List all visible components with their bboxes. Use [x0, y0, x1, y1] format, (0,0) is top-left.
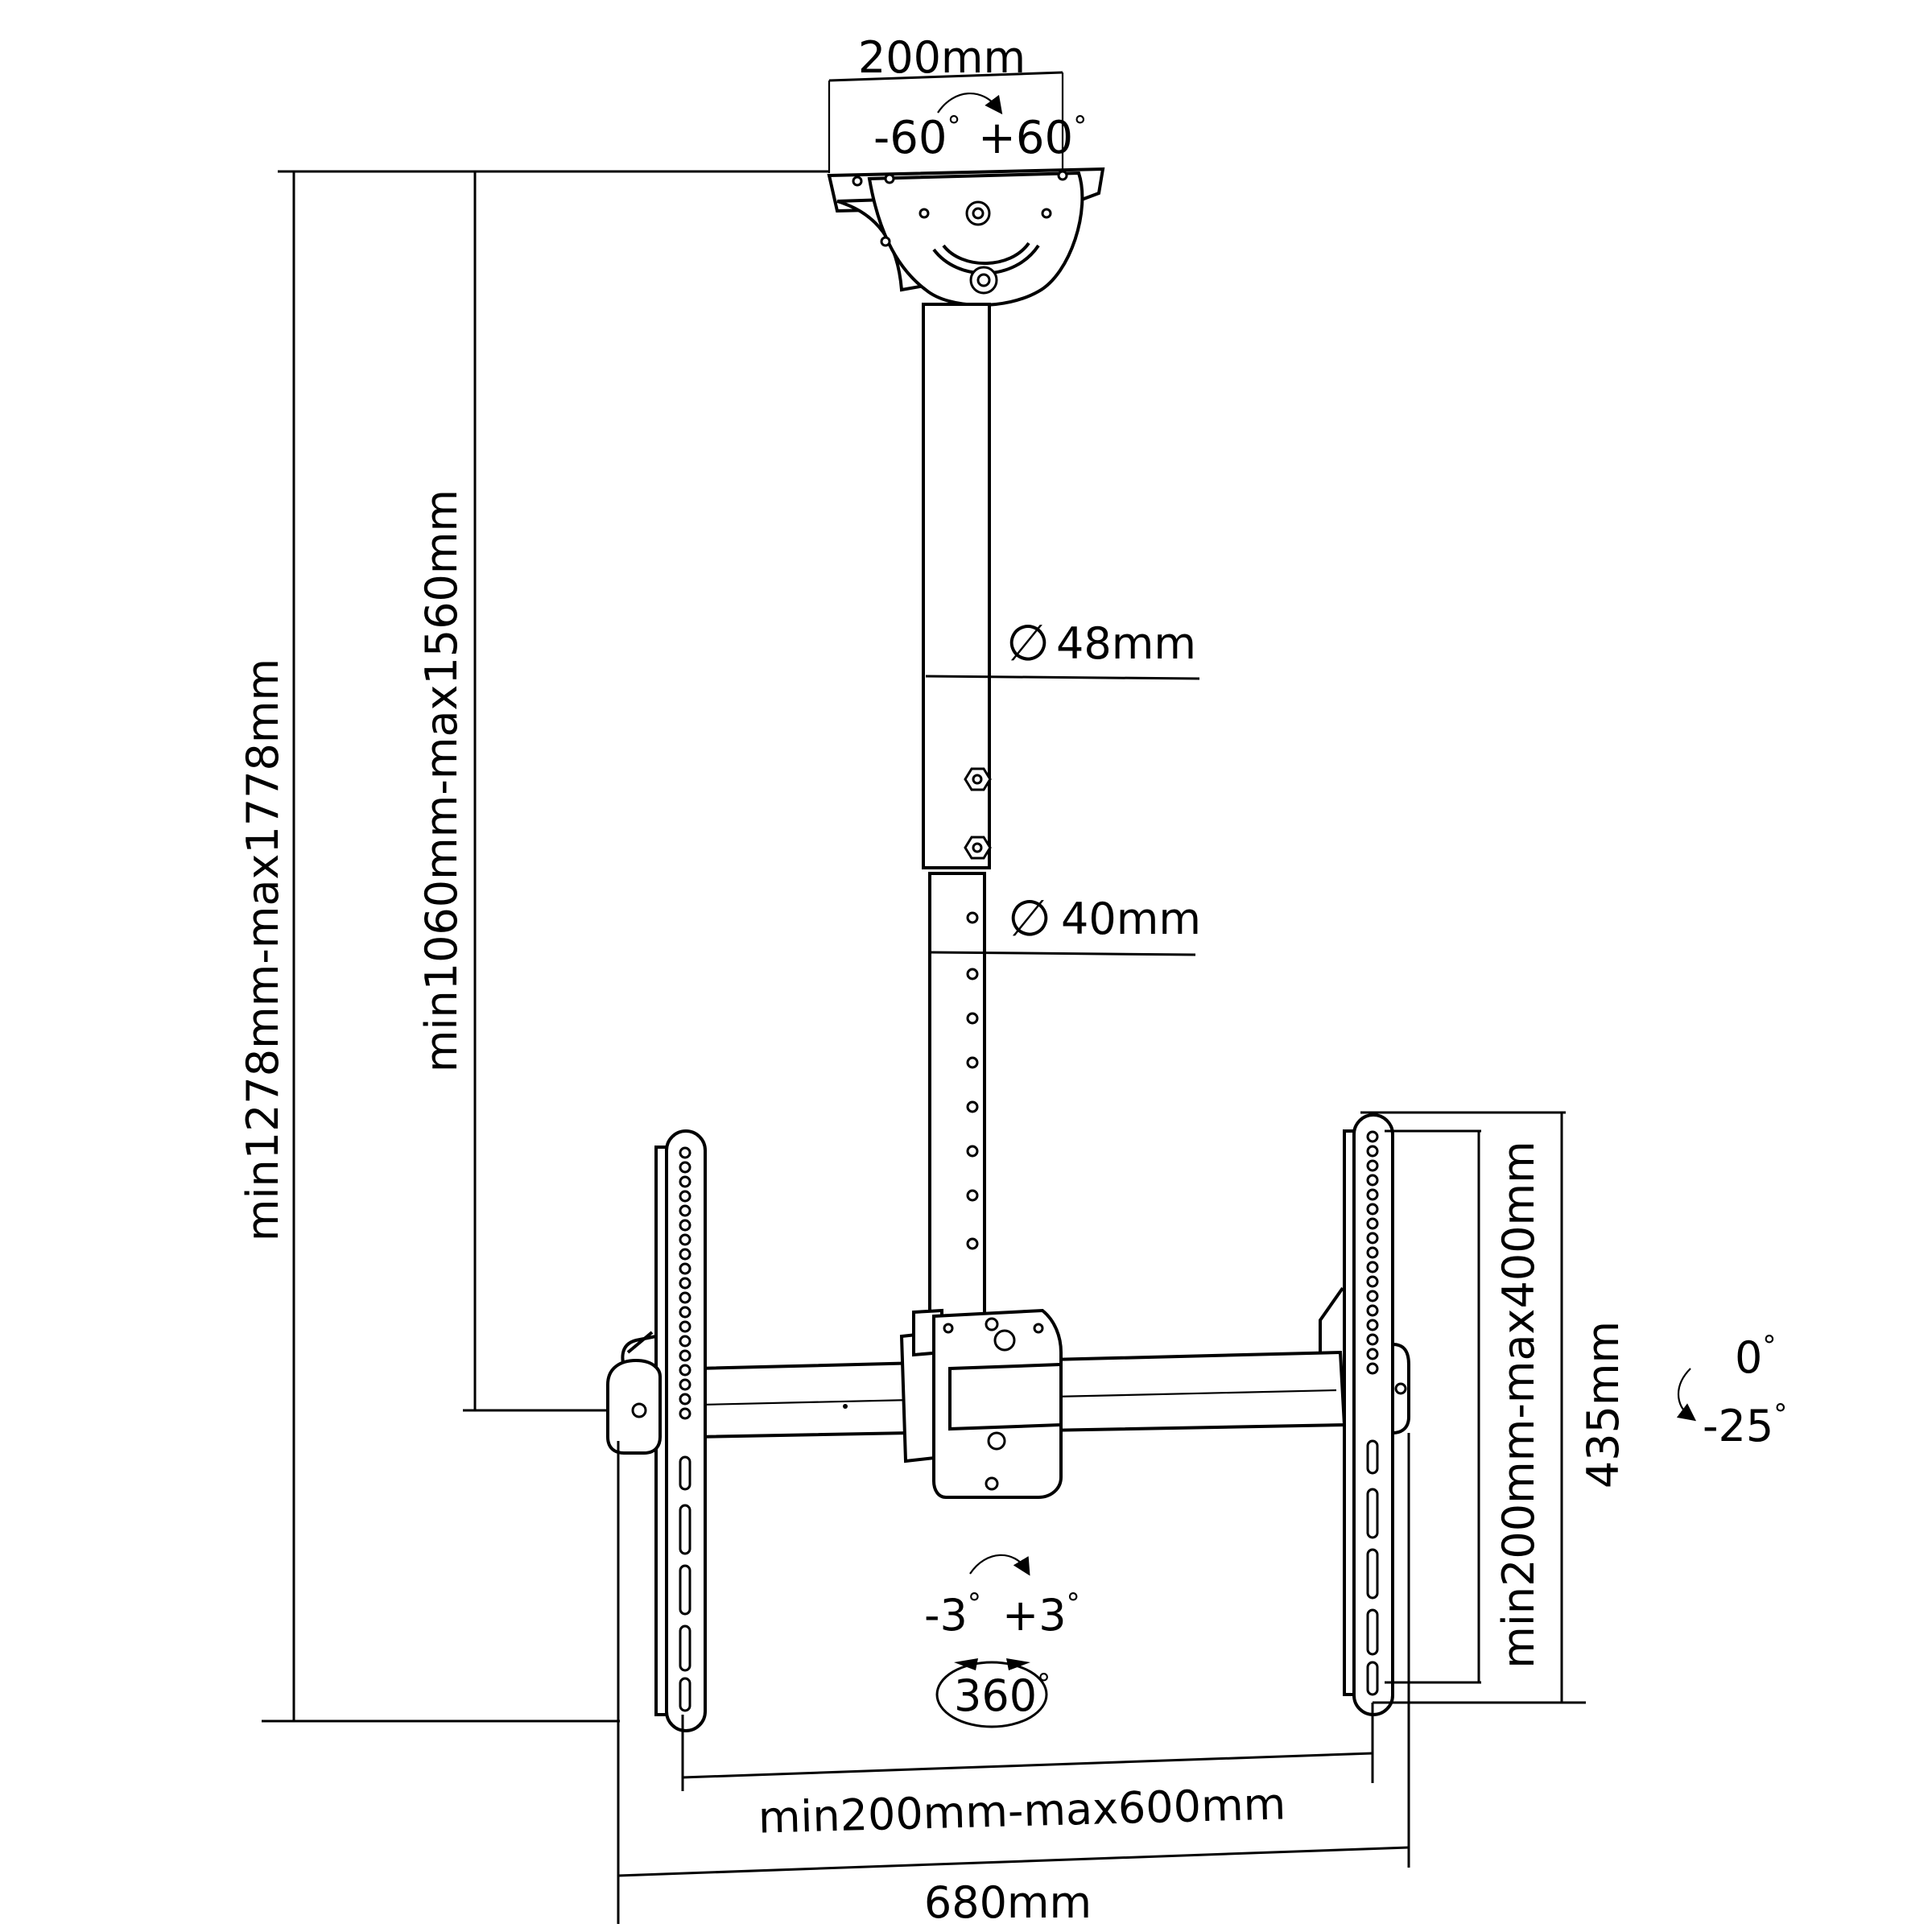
pole-lock-bolts	[964, 767, 992, 860]
upper-pole-diameter-symbol: ∅	[1006, 613, 1050, 672]
center-tilt-block	[899, 1308, 1063, 1499]
tilt-arrow-icon	[1676, 1368, 1697, 1422]
pole-height-dimension	[463, 171, 608, 1412]
level-right-label: +3°	[1002, 1587, 1080, 1641]
overall-width-dimension	[617, 1433, 1410, 1924]
vesa-horizontal-label: min200mm-max600mm	[758, 1778, 1286, 1843]
level-left-label: -3°	[924, 1587, 981, 1641]
swivel-arrow-icon	[937, 92, 1003, 115]
plate-width-label: 200mm	[858, 32, 1026, 83]
swivel-left-label: -60°	[873, 110, 960, 164]
overall-height-label: min1278mm-max1778mm	[237, 658, 288, 1241]
swivel-right-label: +60°	[978, 110, 1087, 164]
level-adjust-arrow-icon	[969, 1554, 1030, 1576]
tilt-bottom-label: -25°	[1703, 1398, 1787, 1451]
upper-pole-diameter-label: 48mm	[1056, 618, 1196, 669]
tilt-top-label: 0°	[1735, 1330, 1776, 1383]
pole-height-label: min1060mm-max1560mm	[416, 489, 467, 1072]
vesa-vertical-label: min200mm-max400mm	[1493, 1141, 1544, 1669]
lower-pole-diameter-label: 40mm	[1061, 894, 1201, 944]
right-bracket-holes	[1366, 1130, 1379, 1375]
lower-pole-diameter-symbol: ∅	[1008, 889, 1051, 947]
ceiling-plate	[827, 71, 1105, 307]
vesa-horizontal-dimension	[681, 1703, 1374, 1791]
rotation-icon	[935, 1658, 1048, 1728]
left-vesa-bracket	[606, 1129, 707, 1732]
overall-height-dimension	[262, 170, 829, 1723]
vesa-vertical-dimension	[1385, 1129, 1481, 1684]
overall-width-label: 680mm	[924, 1877, 1092, 1928]
lower-pole	[928, 872, 986, 1322]
rotation-label: 360°	[954, 1668, 1051, 1721]
bracket-height-label: 435mm	[1578, 1321, 1629, 1488]
left-bracket-holes	[679, 1146, 691, 1420]
right-vesa-bracket	[1319, 1113, 1410, 1716]
